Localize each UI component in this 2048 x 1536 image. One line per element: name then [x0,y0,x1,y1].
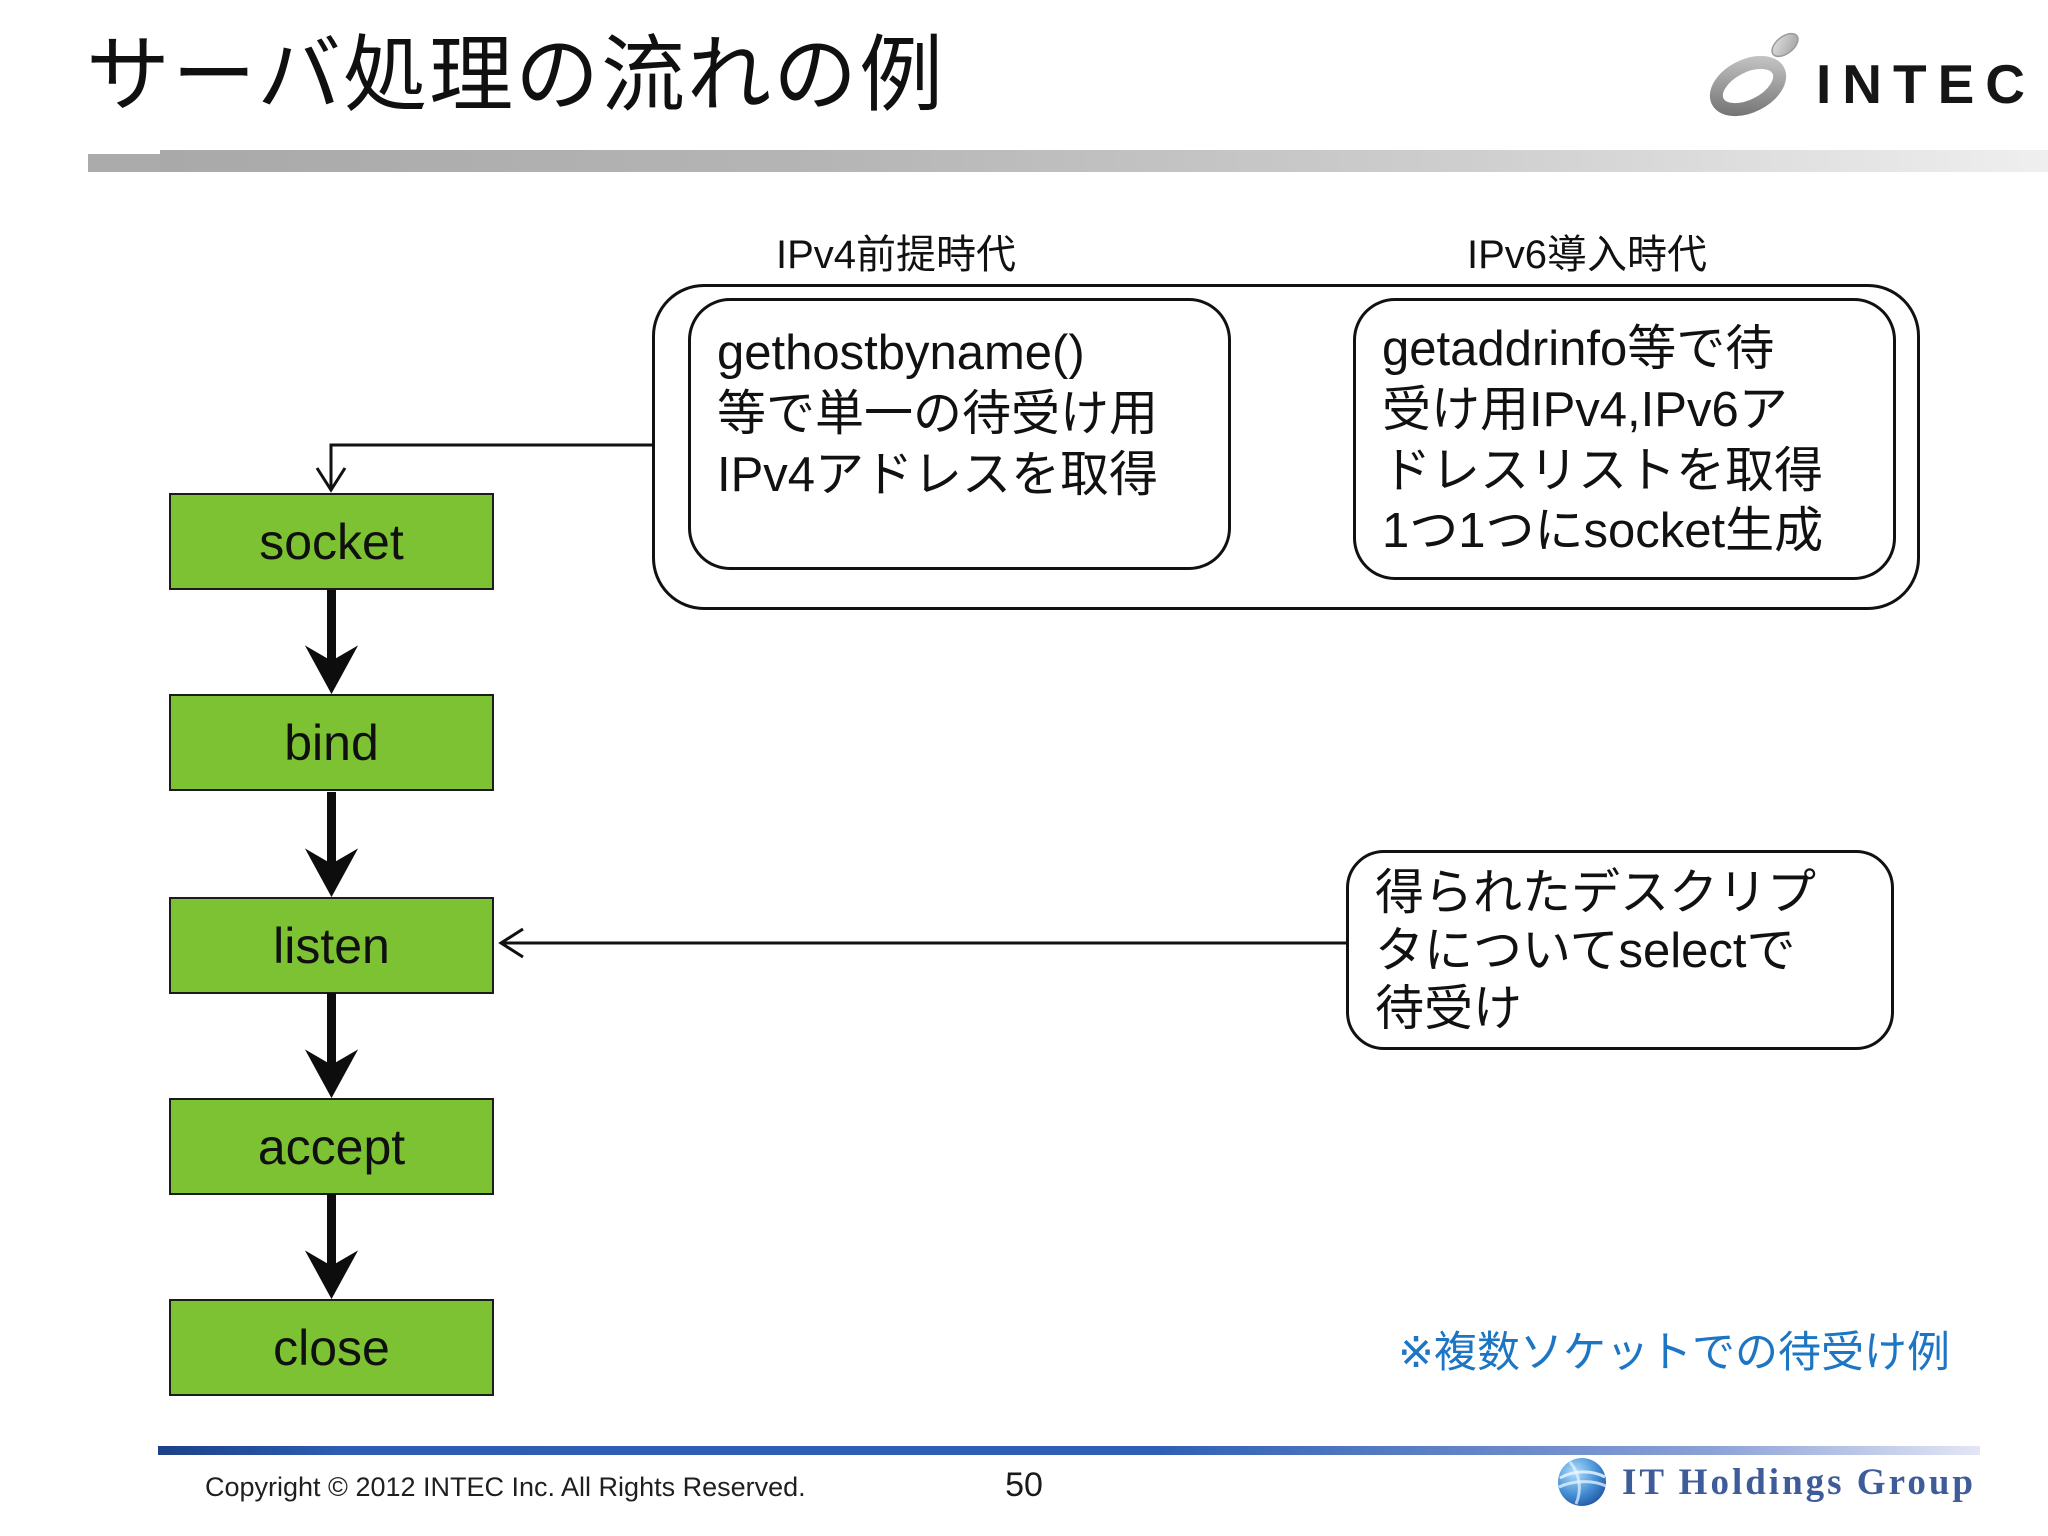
intec-swoosh-icon [1709,32,1799,117]
select-callout: 得られたデスクリプ タについてselectで 待受け [1346,850,1894,1050]
flow-step-close: close [169,1299,494,1396]
callout-line: タについてselectで [1375,923,1796,978]
connector-callout-to-socket [315,443,652,493]
arrow-accept-to-close [304,1194,359,1300]
flow-step-label: socket [259,513,404,570]
arrow-listen-to-accept [304,993,359,1099]
title-underline-bar [160,150,2048,172]
it-holdings-logo: IT Holdings Group [1556,1456,1976,1508]
callout-line: gethostbyname() [717,326,1085,380]
flow-step-accept: accept [169,1098,494,1195]
page-title: サーバ処理の流れの例 [86,28,946,122]
flow-step-label: bind [284,714,379,771]
callout-line: 1つ1つにsocket生成 [1382,504,1824,559]
callout-line: ドレスリストを取得 [1382,443,1824,498]
swoosh-leaf [1771,32,1799,58]
arrow-bind-to-listen [304,792,359,898]
flow-step-listen: listen [169,897,494,994]
ipv6-callout: getaddrinfo等で待 受け用IPv4,IPv6ア ドレスリストを取得 1… [1353,298,1896,580]
flow-step-label: listen [273,917,390,974]
arrow-socket-to-bind [304,590,359,695]
flow-step-label: accept [257,1118,406,1175]
callout-line: IPv4アドレスを取得 [717,447,1159,502]
flow-step-label: close [273,1319,390,1376]
intec-logo-text: INTEC [1816,52,2036,115]
callout-line: getaddrinfo等で待 [1382,322,1775,376]
flow-step-socket: socket [169,493,494,590]
swoosh-ellipse [1709,55,1787,117]
footer-rule [158,1446,1980,1455]
callout-line: 待受け [1375,981,1523,1036]
it-holdings-logo-text: IT Holdings Group [1622,1461,1976,1503]
copyright-text: Copyright © 2012 INTEC Inc. All Rights R… [205,1472,806,1502]
flow-step-bind: bind [169,694,494,791]
globe-icon [1558,1458,1607,1506]
title-underline-stub [88,154,160,172]
note-multi-socket: ※複数ソケットでの待受け例 [1398,1329,1951,1377]
callout-line: 得られたデスクリプ [1375,866,1817,920]
callout-line: 等で単一の待受け用 [717,386,1159,441]
ipv4-callout: gethostbyname() 等で単一の待受け用 IPv4アドレスを取得 [688,298,1231,570]
era-label-ipv4: IPv4前提時代 [775,233,1017,277]
intec-logo: INTEC [1700,22,2045,127]
page-number: 50 [1005,1466,1043,1504]
callout-line: 受け用IPv4,IPv6ア [1382,382,1788,437]
connector-select-to-listen [498,927,1346,959]
era-label-ipv6: IPv6導入時代 [1466,233,1708,277]
